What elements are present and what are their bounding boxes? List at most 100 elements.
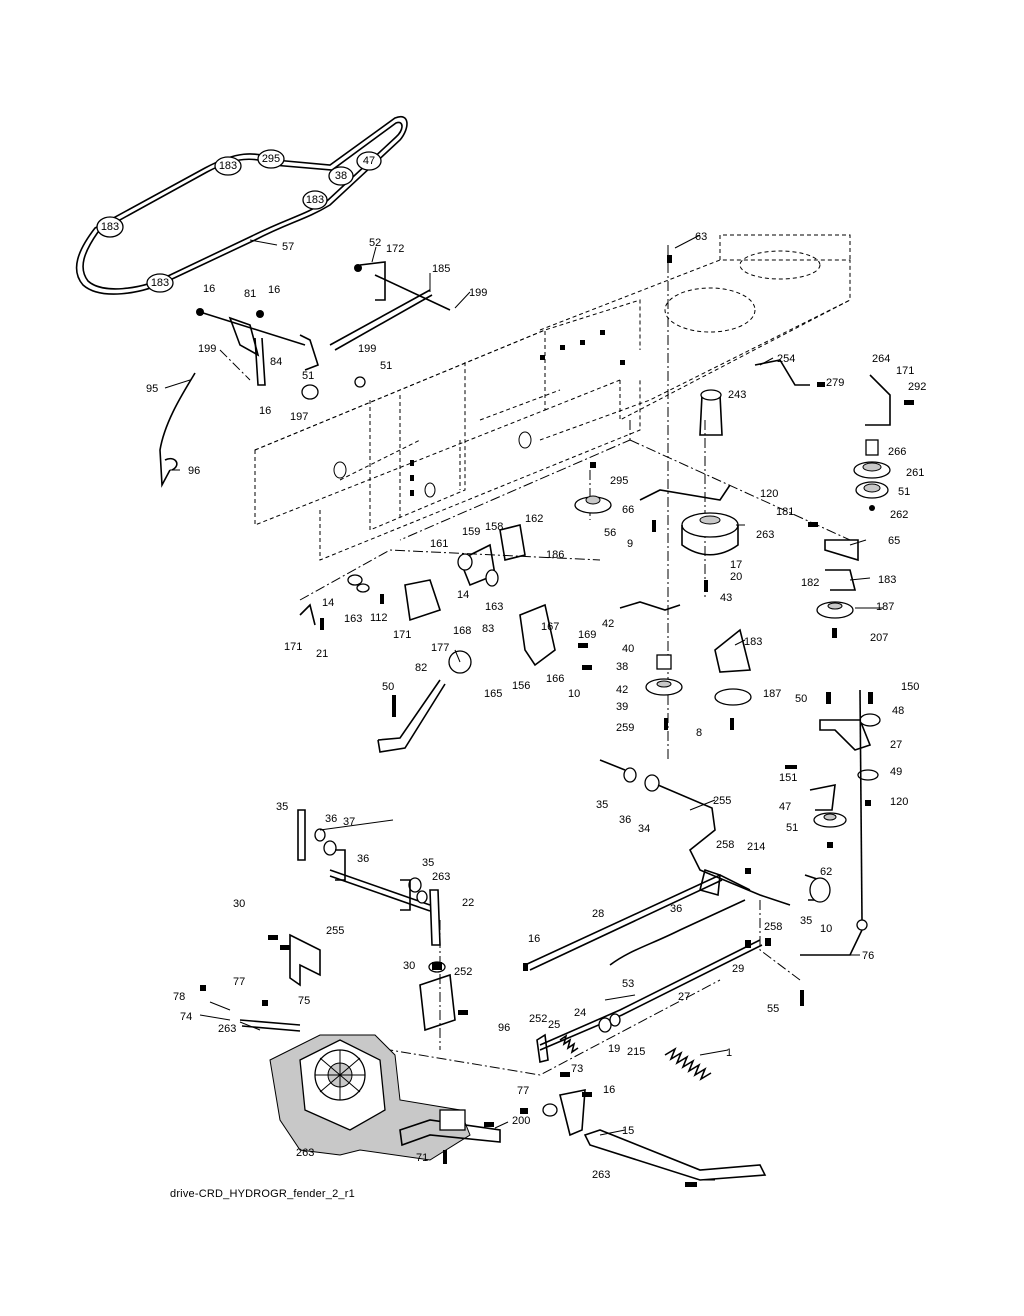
callout: 40 — [622, 643, 634, 655]
diagram-caption: drive-CRD_HYDROGR_fender_2_r1 — [170, 1188, 355, 1200]
callout: 81 — [244, 288, 256, 300]
callout: 48 — [892, 705, 904, 717]
callout: 187 — [763, 688, 781, 700]
callout: 112 — [370, 612, 388, 624]
callout: 177 — [431, 642, 449, 654]
callout: 182 — [801, 577, 819, 589]
callout: 171 — [896, 365, 914, 377]
callout: 16 — [268, 284, 280, 296]
callout: 16 — [259, 405, 271, 417]
belt-pulleys — [96, 149, 382, 293]
pulley-183-c — [96, 216, 124, 238]
callout: 29 — [732, 963, 744, 975]
callout: 65 — [888, 535, 900, 547]
callout: 21 — [316, 648, 328, 660]
callout: 14 — [322, 597, 334, 609]
idler-arm — [809, 713, 881, 828]
callout: 120 — [760, 488, 778, 500]
callout: 66 — [622, 504, 634, 516]
callout: 75 — [298, 995, 310, 1007]
callout: 243 — [728, 389, 746, 401]
callout: 255 — [713, 795, 731, 807]
callout: 50 — [382, 681, 394, 693]
callout: 163 — [344, 613, 362, 625]
callout: 22 — [462, 897, 474, 909]
bolts — [200, 255, 914, 1187]
callout: 292 — [908, 381, 926, 393]
svg-text:47: 47 — [363, 155, 375, 167]
callout: 150 — [901, 681, 919, 693]
callout: 263 — [296, 1147, 314, 1159]
svg-text:183: 183 — [151, 277, 169, 289]
callout: 42 — [602, 618, 614, 630]
pulley-183-a — [214, 156, 242, 176]
callout: 27 — [890, 739, 902, 751]
callout: 35 — [800, 915, 812, 927]
callout: 96 — [188, 465, 200, 477]
callout: 62 — [820, 866, 832, 878]
callout: 28 — [592, 908, 604, 920]
assembly-lines — [219, 245, 851, 1076]
callout: 24 — [574, 1007, 586, 1019]
callout: 74 — [180, 1011, 192, 1023]
callout: 258 — [764, 921, 782, 933]
callout: 215 — [627, 1046, 645, 1058]
callout: 214 — [747, 841, 765, 853]
callout: 36 — [357, 853, 369, 865]
callout: 47 — [779, 801, 791, 813]
callout: 53 — [622, 978, 634, 990]
pulley-295 — [257, 149, 285, 169]
callout: 56 — [604, 527, 616, 539]
callout: 169 — [578, 629, 596, 641]
callout: 77 — [233, 976, 245, 988]
callout: 14 — [457, 589, 469, 601]
callout: 35 — [596, 799, 608, 811]
svg-text:183: 183 — [101, 221, 119, 233]
callout: 199 — [358, 343, 376, 355]
callout: 10 — [820, 923, 832, 935]
right-top-components — [574, 359, 891, 619]
callout: 199 — [198, 343, 216, 355]
callout: 199 — [469, 287, 487, 299]
callout: 254 — [777, 353, 795, 365]
callout: 43 — [720, 592, 732, 604]
callout: 185 — [432, 263, 450, 275]
callout: 172 — [386, 243, 404, 255]
svg-text:38: 38 — [335, 170, 347, 182]
callout: 279 — [826, 377, 844, 389]
callout: 42 — [616, 684, 628, 696]
callout: 36 — [619, 814, 631, 826]
callout: 16 — [603, 1084, 615, 1096]
callout: 63 — [695, 231, 707, 243]
callout: 255 — [326, 925, 344, 937]
callout: 156 — [512, 680, 530, 692]
callout: 51 — [898, 486, 910, 498]
frame-holes — [333, 330, 625, 498]
callout: 38 — [616, 661, 628, 673]
callout: 165 — [484, 688, 502, 700]
callout: 151 — [779, 772, 797, 784]
callout: 82 — [415, 662, 427, 674]
callout: 39 — [616, 701, 628, 713]
callout: 78 — [173, 991, 185, 1003]
callout: 295 — [610, 475, 628, 487]
callout: 10 — [568, 688, 580, 700]
callout: 187 — [876, 601, 894, 613]
springs — [536, 1013, 712, 1081]
callout: 258 — [716, 839, 734, 851]
svg-text:183: 183 — [306, 194, 324, 206]
callout: 183 — [744, 636, 762, 648]
callout: 71 — [416, 1152, 428, 1164]
pulley-47 — [356, 151, 382, 171]
callout: 36 — [325, 813, 337, 825]
callout: 19 — [608, 1043, 620, 1055]
callout: 171 — [284, 641, 302, 653]
belt-pulley-labels: 183 295 47 38 183 183 183 — [101, 153, 375, 289]
callout: 264 — [872, 353, 890, 365]
pulley-38 — [328, 166, 354, 186]
callout: 171 — [393, 629, 411, 641]
callout: 16 — [203, 283, 215, 295]
pulley-183-b — [302, 190, 328, 210]
pulley-183-d — [146, 273, 174, 293]
